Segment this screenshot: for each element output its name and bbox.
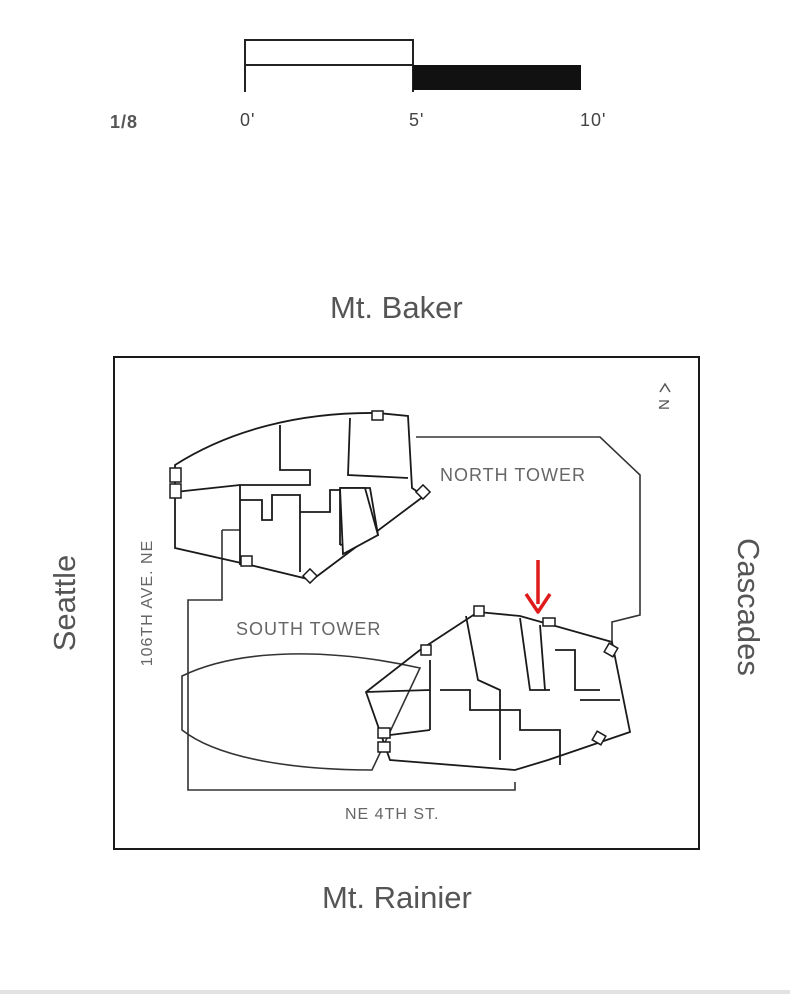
tower-nub — [414, 483, 432, 501]
page-bottom-divider — [0, 990, 790, 994]
north-tower-label: NORTH TOWER — [440, 465, 587, 485]
tower-nub — [603, 642, 619, 658]
scale-tick-5: 5' — [409, 110, 425, 130]
podium-curve — [181, 653, 422, 771]
tower-nub — [301, 567, 319, 585]
direction-north-label: Mt. Baker — [330, 290, 463, 325]
tower-nub — [377, 741, 391, 753]
street-label-ne-4th: NE 4TH ST. — [345, 806, 440, 823]
tower-nubs — [377, 605, 619, 753]
scale-tick-10: 10' — [580, 110, 607, 130]
tower-nubs — [169, 410, 432, 585]
tower-nub — [377, 727, 391, 739]
tower-nub — [169, 467, 182, 483]
tower-nub — [371, 410, 384, 421]
tower-nub — [591, 730, 607, 746]
tower-nub — [420, 644, 432, 656]
street-label-106th: 106TH AVE. NE — [139, 539, 156, 667]
south-tower-label: SOUTH TOWER — [236, 619, 382, 639]
direction-south-label: Mt. Rainier — [322, 880, 472, 915]
scale-bar-filled-segment — [413, 65, 581, 90]
unit-location-arrow-icon — [524, 560, 552, 614]
podium-outline — [187, 436, 641, 791]
tower-nub — [473, 605, 485, 617]
north-arrow-label: N — [654, 399, 672, 410]
tower-nub — [169, 483, 182, 499]
south-east-tower-plan — [364, 611, 632, 771]
tower-nub — [542, 617, 556, 627]
scale-ratio: 1/8 — [110, 112, 139, 132]
scale-bar — [244, 39, 581, 92]
north-arrow-icon — [659, 382, 671, 393]
tower-nub — [240, 555, 253, 567]
site-boundary — [113, 356, 700, 850]
north-west-tower-plan — [174, 412, 426, 581]
scale-tick-0: 0' — [240, 110, 256, 130]
